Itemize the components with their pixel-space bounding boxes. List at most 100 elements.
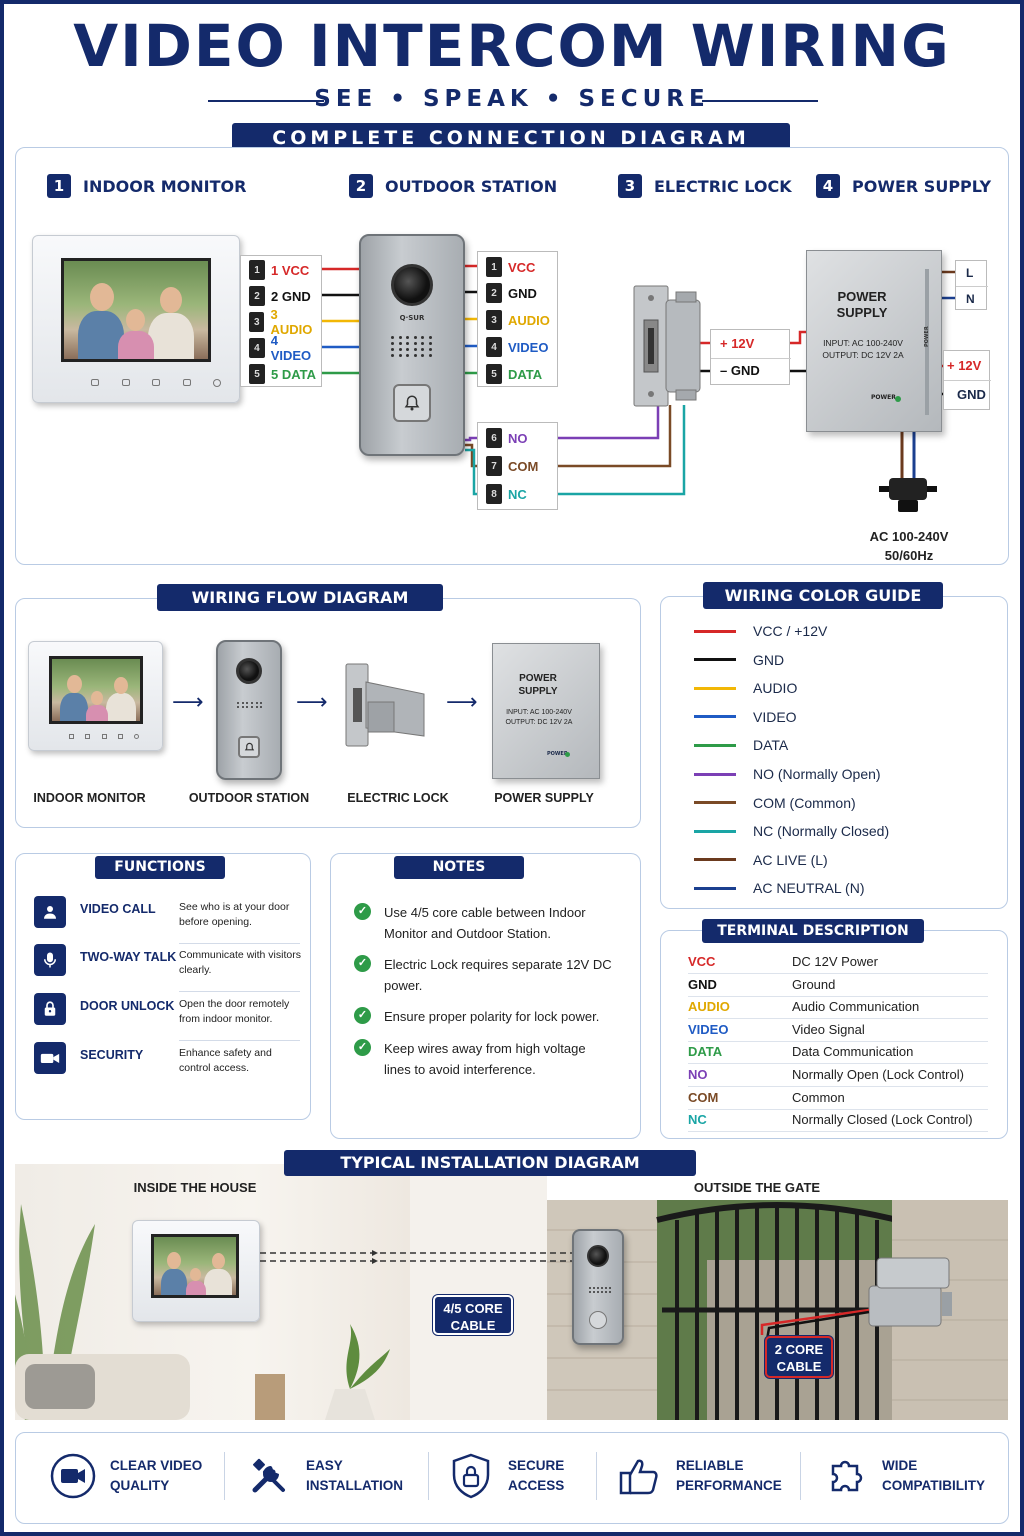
indoor-monitor-device [32, 235, 240, 403]
lock-power-terminals: + 12V – GND [710, 329, 791, 385]
power-led-label: POWER [871, 394, 896, 401]
flow-monitor-device [28, 641, 163, 751]
cable-run-line [260, 1250, 572, 1264]
terminal-value: Audio Communication [792, 999, 920, 1015]
notes-panel [330, 853, 641, 1139]
wire-color-swatch [694, 772, 736, 776]
step-electric-lock: 3 ELECTRIC LOCK [618, 174, 792, 198]
color-guide-item: COM (Common) [694, 793, 856, 813]
arrow-right-icon: ⟶ [296, 690, 328, 715]
flow-lock-icon [345, 663, 425, 747]
terminal-desc-row: DATA Data Communication [688, 1042, 988, 1065]
terminal-value: Data Communication [792, 1044, 914, 1060]
step-indoor-monitor: 1 INDOOR MONITOR [47, 174, 246, 198]
step-label: ELECTRIC LOCK [654, 176, 792, 196]
tools-icon [246, 1453, 292, 1499]
speaker-grille [391, 336, 433, 357]
function-desc: Enhance safety and control access. [179, 1047, 272, 1074]
terminal-key: VIDEO [688, 1021, 729, 1037]
color-guide-item: VCC / +12V [694, 621, 827, 641]
wire-color-label: COM (Common) [753, 794, 856, 811]
color-guide-item: AC LIVE (L) [694, 850, 828, 870]
wire-color-label: NC (Normally Closed) [753, 823, 890, 840]
check-icon: ✓ [354, 1039, 371, 1056]
functions-title: FUNCTIONS [95, 856, 225, 879]
color-guide-item: AUDIO [694, 678, 797, 698]
divider [208, 100, 324, 102]
arrow-right-icon: ⟶ [446, 690, 478, 715]
terminal-value: Ground [792, 976, 836, 992]
terminal-value: Video Signal [792, 1021, 865, 1037]
color-guide-title: WIRING COLOR GUIDE [703, 582, 943, 609]
function-desc: Open the door remotely from indoor monit… [179, 998, 290, 1025]
features-panel [15, 1432, 1009, 1524]
psu-side-label: POWER [924, 326, 930, 347]
wire-color-label: AC LIVE (L) [753, 851, 828, 868]
notes-title: NOTES [394, 856, 524, 879]
step-number: 4 [816, 174, 840, 198]
color-guide-item: NO (Normally Open) [694, 764, 881, 784]
color-guide-item: VIDEO [694, 707, 797, 727]
ac-neutral-label: N [966, 292, 975, 306]
step-label: INDOOR MONITOR [83, 176, 247, 196]
flow-label-monitor: INDOOR MONITOR [33, 791, 146, 805]
terminal-desc-row: VIDEO Video Signal [688, 1020, 988, 1042]
step-number: 2 [349, 174, 373, 198]
outside-gate-label: OUTSIDE THE GATE [693, 1180, 821, 1195]
wire-color-label: VIDEO [753, 708, 797, 725]
flow-label-station: OUTDOOR STATION [188, 791, 310, 805]
terminal-desc-row: GND Ground [688, 975, 988, 997]
terminal-key: DATA [688, 1044, 723, 1060]
color-guide-item: DATA [694, 735, 788, 755]
flow-label-psu: POWER SUPPLY [494, 791, 594, 805]
power-led-icon [895, 396, 901, 402]
flow-label-lock: ELECTRIC LOCK [347, 791, 449, 805]
color-guide-item: GND [694, 650, 784, 670]
electric-lock-icon [633, 285, 701, 407]
dc-output-terminals: + 12V GND [943, 350, 991, 410]
wire-color-label: DATA [753, 737, 789, 754]
wire-color-swatch [694, 858, 736, 862]
function-title: DOOR UNLOCK [80, 999, 175, 1013]
terminal-value: Common [792, 1089, 845, 1105]
step-number: 3 [618, 174, 642, 198]
wall-section [410, 1164, 547, 1420]
function-desc: See who is at your door before opening. [179, 901, 290, 928]
check-icon: ✓ [354, 1007, 371, 1024]
wire-color-swatch [694, 886, 736, 890]
shield-lock-icon [448, 1453, 494, 1499]
monitor-screen [61, 258, 211, 362]
page-title: VIDEO INTERCOM WIRING [73, 12, 951, 80]
terminal-value: DC 12V Power [792, 954, 878, 969]
wire-color-swatch [694, 629, 736, 633]
step-number: 1 [47, 174, 71, 198]
outside-gate-scene [547, 1200, 1008, 1420]
function-security: SECURITY Enhance safety and control acce… [34, 1042, 300, 1090]
wire-color-swatch [694, 801, 736, 805]
installed-monitor-device [132, 1220, 260, 1322]
terminal-key: GND [688, 976, 717, 992]
terminal-value: Normally Closed (Lock Control) [792, 1112, 973, 1128]
dc-gnd-label: GND [957, 387, 986, 402]
camera-lens [391, 264, 433, 306]
function-video-call: VIDEO CALL See who is at your door befor… [34, 896, 300, 944]
wire-color-swatch [694, 715, 736, 719]
wire-color-swatch [694, 658, 736, 662]
